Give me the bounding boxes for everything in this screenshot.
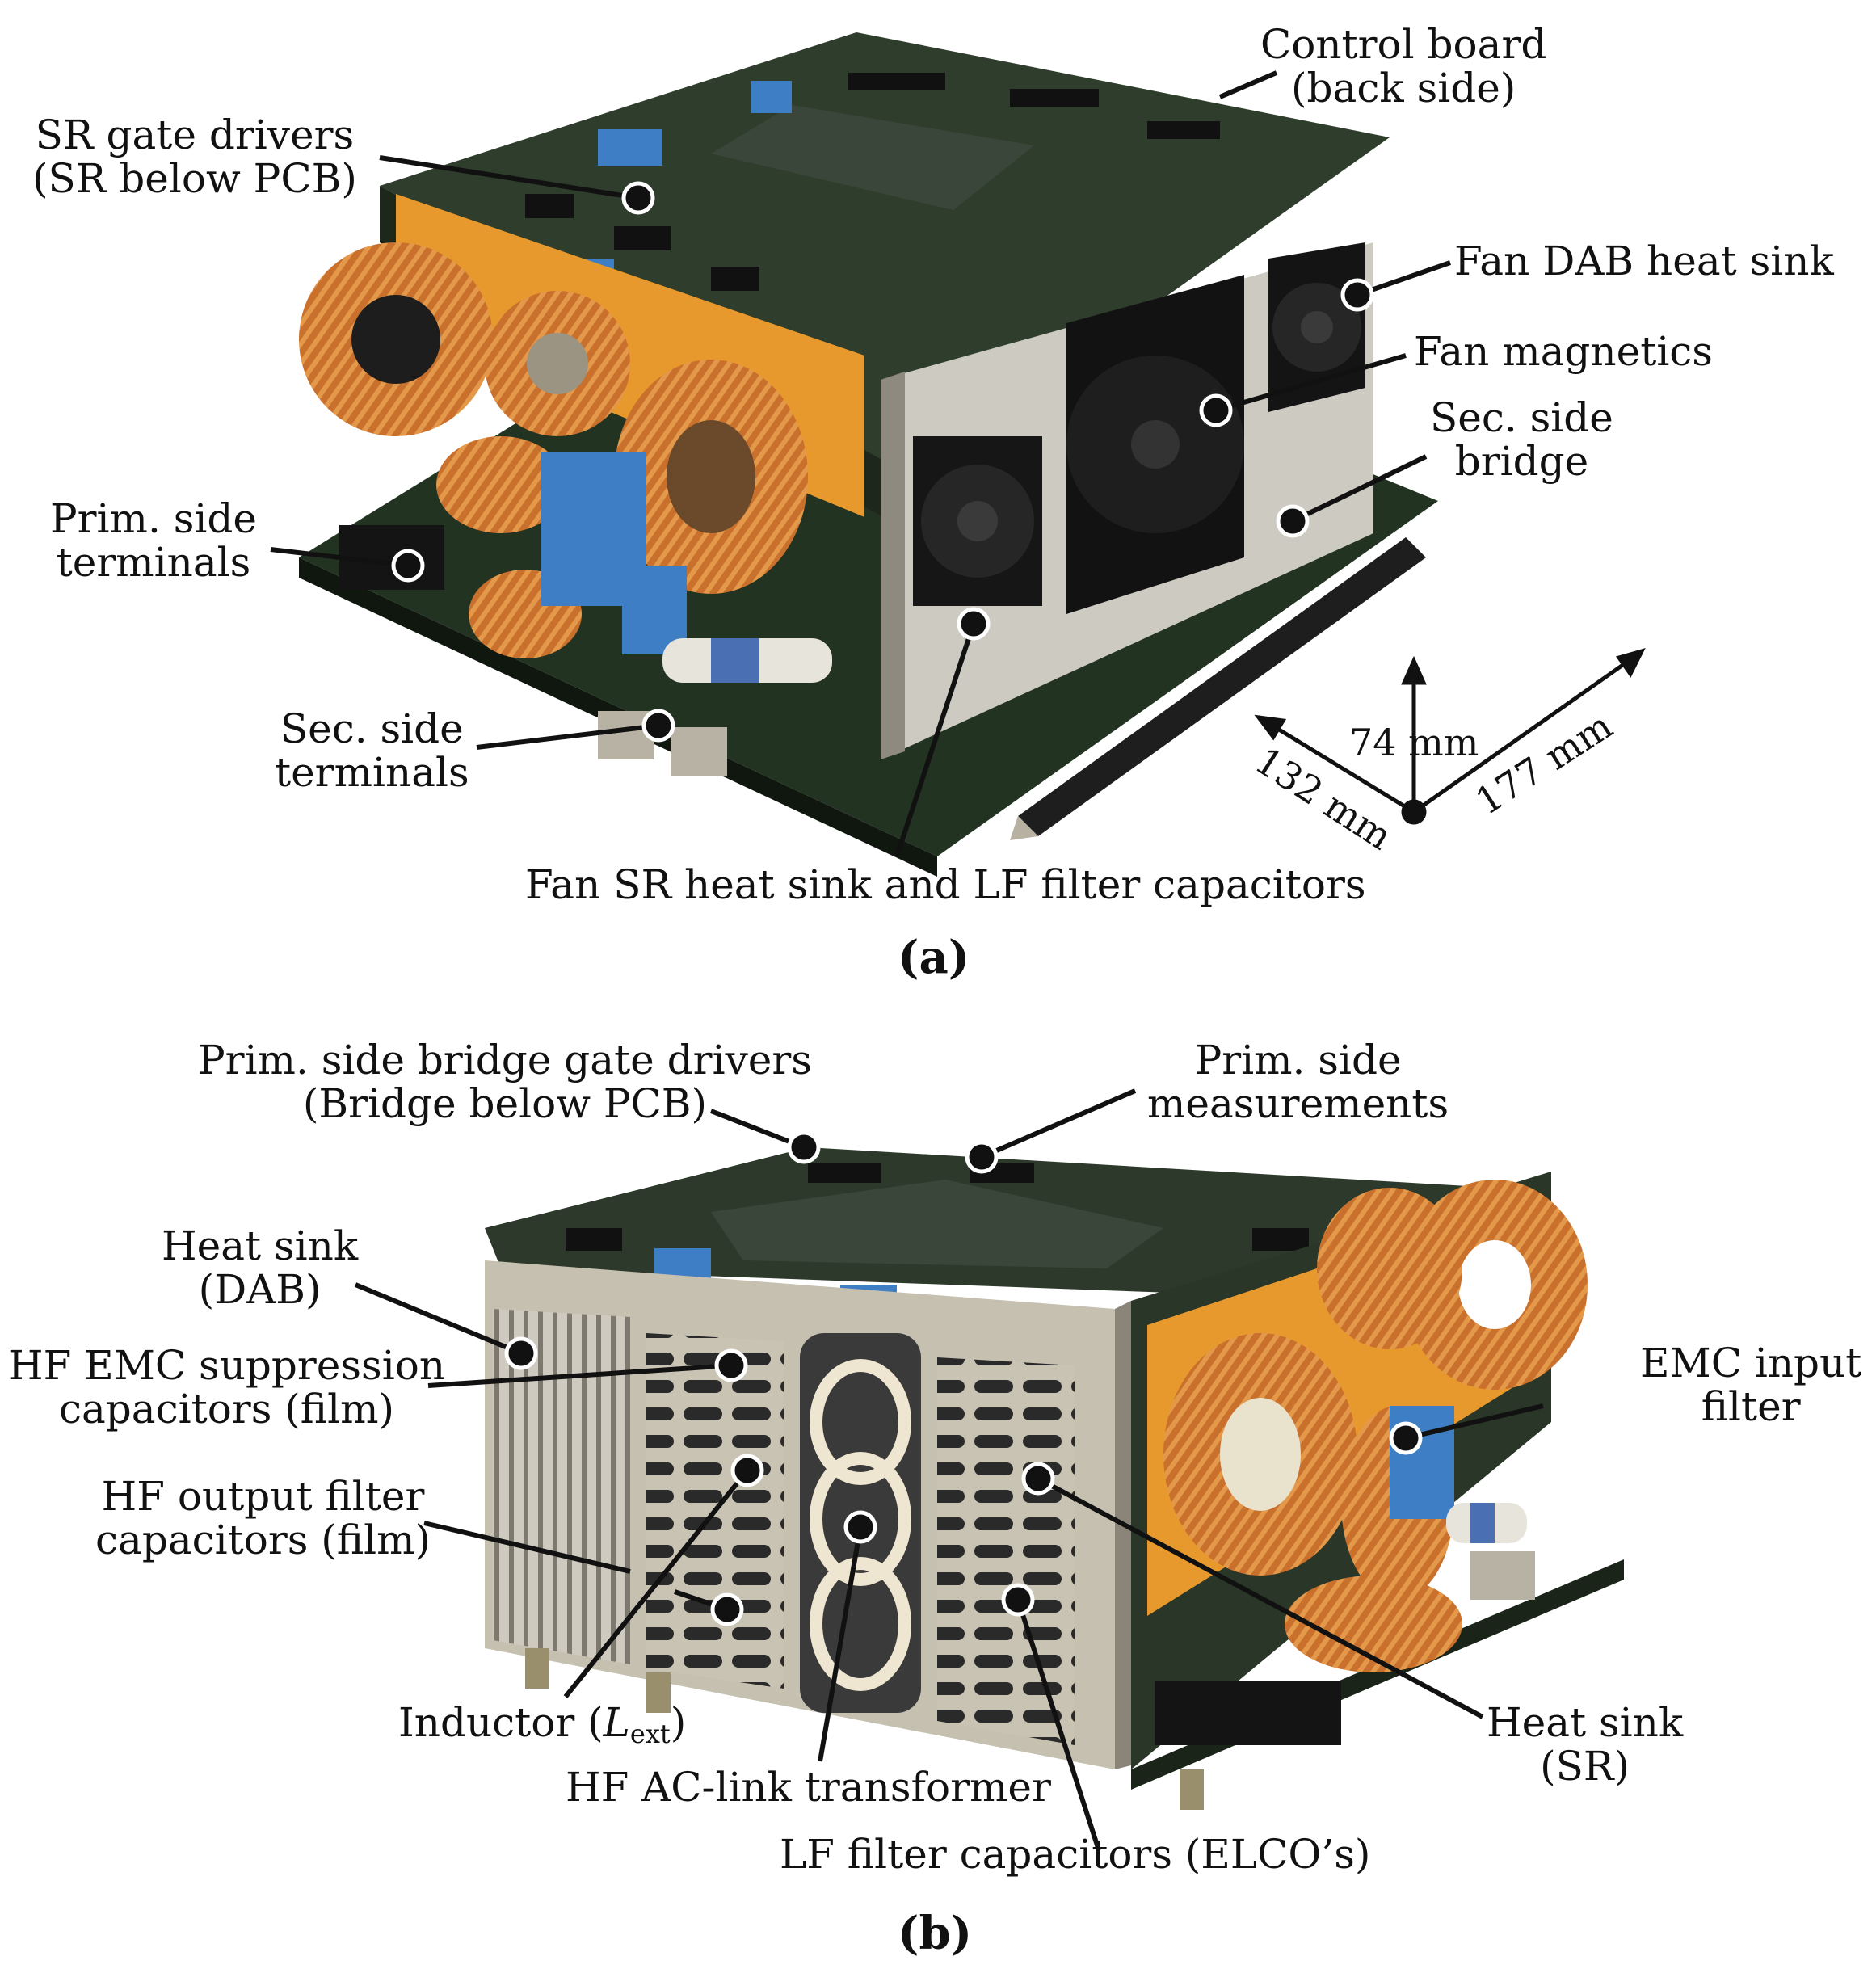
fuse-b — [1446, 1503, 1527, 1543]
fan-magnetics — [1066, 275, 1244, 614]
toroid-2 — [485, 291, 630, 436]
label-emc-input: EMC input filter — [1640, 1340, 1862, 1430]
caption-b: (b) — [898, 1907, 973, 1960]
fuse-a — [662, 638, 832, 683]
label-sec-bridge: Sec. side bridge — [1430, 394, 1613, 485]
label-sec-terminals: Sec. side terminals — [275, 705, 469, 796]
label-prim-terminals: Prim. side terminals — [50, 495, 257, 586]
label-hf-emc: HF EMC suppression capacitors (film) — [8, 1342, 446, 1433]
label-lf-elco: LF filter capacitors (ELCO’s) — [780, 1831, 1371, 1878]
label-prim-gate-drivers: Prim. side bridge gate drivers (Bridge b… — [198, 1037, 812, 1127]
toroid-b1 — [1163, 1333, 1357, 1576]
dimension-indicator — [1254, 648, 1646, 825]
toroid-3 — [614, 360, 808, 594]
heat-sink-dab-fins — [493, 1309, 630, 1664]
caption-a: (a) — [898, 931, 970, 984]
label-fan-sr: Fan SR heat sink and LF filter capacitor… — [525, 861, 1366, 908]
label-control-board: Control board (back side) — [1260, 21, 1547, 111]
fan-sr — [913, 436, 1042, 606]
label-heat-sink-dab: Heat sink (DAB) — [162, 1222, 359, 1313]
toroid-1 — [299, 242, 493, 436]
pencil — [1010, 537, 1426, 840]
fan-dab — [1268, 242, 1365, 412]
photo-b — [485, 1147, 1624, 1810]
label-heat-sink-sr: Heat sink (SR) — [1487, 1699, 1684, 1790]
dim-height: 74 mm — [1349, 721, 1479, 764]
transformer-windings — [810, 1359, 911, 1691]
label-sr-gate-drivers: SR gate drivers (SR below PCB) — [32, 111, 357, 202]
callouts-a — [270, 70, 1451, 857]
label-fan-dab: Fan DAB heat sink — [1454, 238, 1834, 284]
label-prim-measurements: Prim. side measurements — [1147, 1037, 1449, 1127]
label-fan-magnetics: Fan magnetics — [1414, 328, 1713, 375]
label-hf-output: HF output filter capacitors (film) — [95, 1473, 431, 1563]
callouts-b — [354, 1088, 1544, 1851]
label-hf-transformer: HF AC-link transformer — [566, 1764, 1051, 1811]
label-inductor: Inductor (Lext) — [398, 1699, 687, 1749]
photo-a — [299, 32, 1438, 877]
grille-right — [937, 1357, 1075, 1745]
